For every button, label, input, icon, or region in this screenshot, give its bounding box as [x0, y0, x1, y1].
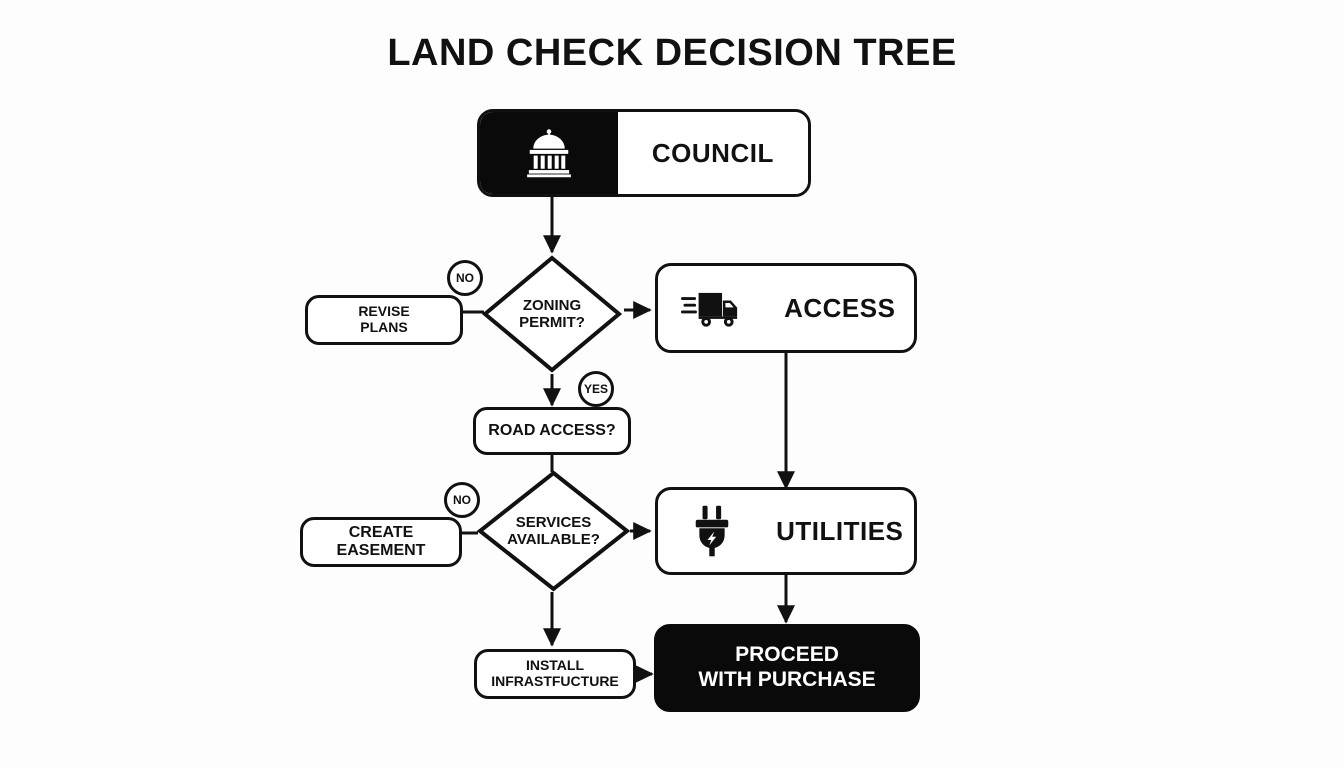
node-utilities-label: UTILITIES — [776, 515, 904, 546]
badge-zoning-yes: YES — [578, 371, 614, 407]
node-proceed-line1: PROCEED — [735, 643, 839, 667]
node-council-label: COUNCIL — [617, 112, 808, 194]
power-plug-icon — [658, 490, 766, 572]
node-proceed-with-purchase[interactable]: PROCEED WITH PURCHASE — [654, 624, 920, 712]
node-road-access-label: ROAD ACCESS? — [488, 422, 616, 440]
node-zoning-permit[interactable]: ZONING PERMIT? — [481, 254, 623, 374]
badge-services-no: NO — [444, 482, 480, 518]
node-install-infrastructure-line1: INSTALL — [525, 657, 585, 674]
node-revise-plans-line2: PLANS — [360, 319, 408, 335]
node-access-label: ACCESS — [784, 292, 896, 323]
badge-zoning-no-label: NO — [456, 271, 474, 285]
node-council[interactable]: COUNCIL — [477, 109, 811, 197]
node-create-easement[interactable]: CREATE EASEMENT — [300, 517, 462, 567]
bank-building-icon — [480, 112, 618, 194]
node-revise-plans[interactable]: REVISE PLANS — [305, 295, 463, 345]
badge-services-no-label: NO — [453, 493, 471, 507]
node-create-easement-label: CREATE EASEMENT — [336, 524, 426, 559]
node-revise-plans-line1: REVISE — [358, 303, 410, 320]
page-title: LAND CHECK DECISION TREE — [387, 32, 957, 74]
node-services-available[interactable]: SERVICES AVAILABLE? — [476, 469, 631, 593]
delivery-truck-icon — [658, 266, 766, 350]
node-install-infrastructure-line2: INFRASTFUCTURE — [491, 673, 619, 689]
badge-zoning-no: NO — [447, 260, 483, 296]
node-proceed-line2: WITH PURCHASE — [698, 668, 876, 691]
node-access[interactable]: ACCESS — [655, 263, 917, 353]
node-road-access[interactable]: ROAD ACCESS? — [473, 407, 631, 455]
node-install-infrastructure[interactable]: INSTALL INFRASTFUCTURE — [474, 649, 636, 699]
node-utilities[interactable]: UTILITIES — [655, 487, 917, 575]
badge-zoning-yes-label: YES — [583, 382, 608, 396]
